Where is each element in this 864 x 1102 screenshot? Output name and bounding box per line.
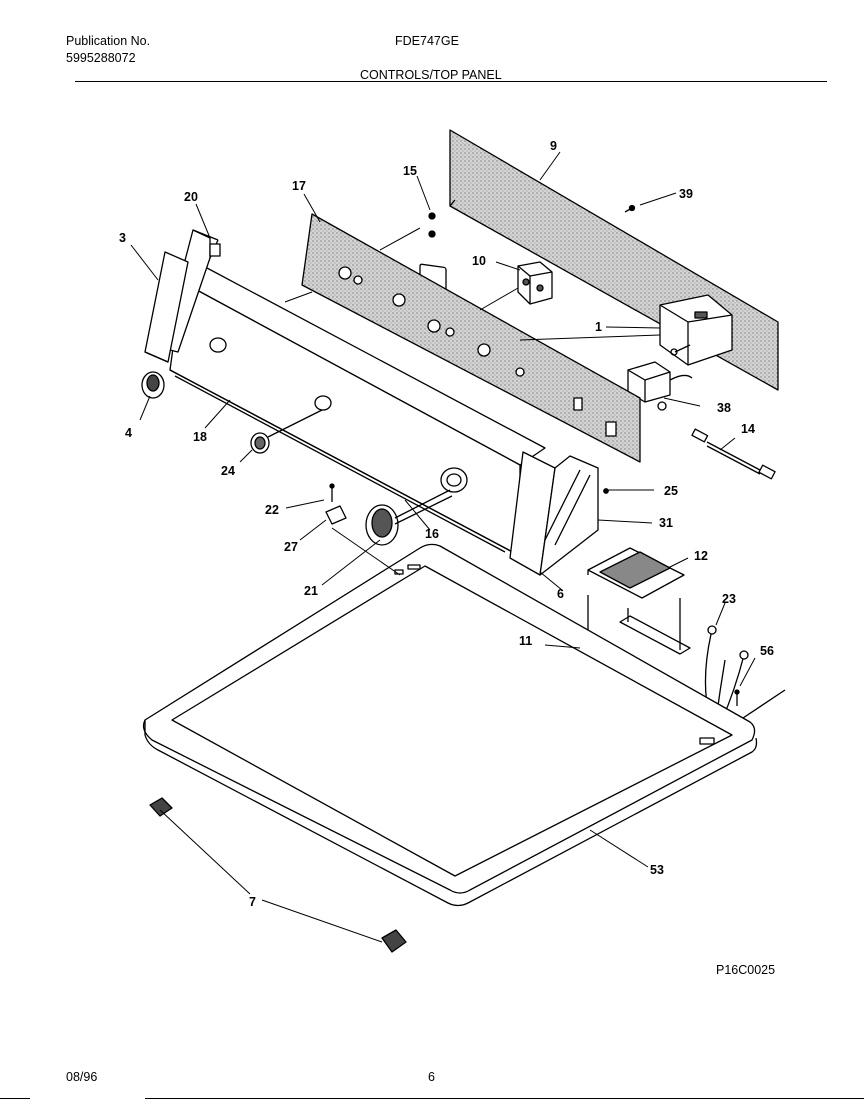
callout-23: 23: [722, 592, 736, 606]
callout-31: 31: [659, 516, 673, 530]
callout-leaders: [130, 151, 756, 943]
callout-25: 25: [664, 484, 678, 498]
figure-code: P16C0025: [716, 963, 776, 977]
section-title: CONTROLS/TOP PANEL: [360, 68, 502, 82]
clip-27: [325, 483, 347, 525]
control-board: [587, 547, 685, 599]
callout-21: 21: [304, 584, 318, 598]
callout-3: 3: [119, 231, 126, 245]
callout-18: 18: [193, 430, 207, 444]
callout-39: 39: [679, 187, 693, 201]
footer-rule-right: [145, 1098, 864, 1099]
footer-rule-left: [0, 1098, 30, 1099]
callout-56: 56: [760, 644, 774, 658]
callout-9: 9: [550, 139, 557, 153]
timer-knob: [365, 489, 453, 546]
screw-56: [734, 689, 740, 706]
callout-15: 15: [403, 164, 417, 178]
callout-20: 20: [184, 190, 198, 204]
callout-53: 53: [650, 863, 664, 877]
console: [169, 267, 546, 557]
callout-4: 4: [125, 426, 132, 440]
callout-17: 17: [292, 179, 306, 193]
header-rule: [75, 81, 827, 82]
side-trim-left: [144, 251, 189, 363]
callout-labels: 9 39 15 17 20 3 10 1 38 14 4 18 24 25 22…: [119, 139, 774, 909]
callout-22: 22: [265, 503, 279, 517]
wire-harness-14: [691, 428, 776, 480]
foot-7-upper: [149, 797, 173, 817]
screw-39: [624, 204, 636, 213]
control-panel: [301, 213, 641, 463]
callout-24: 24: [221, 464, 235, 478]
timer: [659, 294, 733, 366]
callout-14: 14: [741, 422, 755, 436]
publication-label: Publication No.: [66, 34, 151, 48]
callout-16: 16: [425, 527, 439, 541]
callout-7: 7: [249, 895, 256, 909]
callout-1: 1: [595, 320, 602, 334]
callout-38: 38: [717, 401, 731, 415]
callout-10: 10: [472, 254, 486, 268]
screw-25: [603, 488, 609, 494]
knob-4: [141, 371, 165, 399]
top-panel: [142, 543, 758, 907]
footer-date: 08/96: [66, 1070, 98, 1084]
end-cap-right: [509, 451, 599, 576]
footer-page-number: 6: [428, 1070, 435, 1084]
foot-7-lower: [381, 929, 407, 953]
component-10: [517, 261, 553, 305]
knob-24: [250, 409, 323, 454]
callout-6: 6: [557, 587, 564, 601]
callout-11: 11: [519, 634, 532, 648]
publication-number: 5995288072: [66, 51, 136, 65]
callout-27: 27: [284, 540, 298, 554]
model-number: FDE747GE: [395, 34, 459, 48]
callout-12: 12: [694, 549, 708, 563]
